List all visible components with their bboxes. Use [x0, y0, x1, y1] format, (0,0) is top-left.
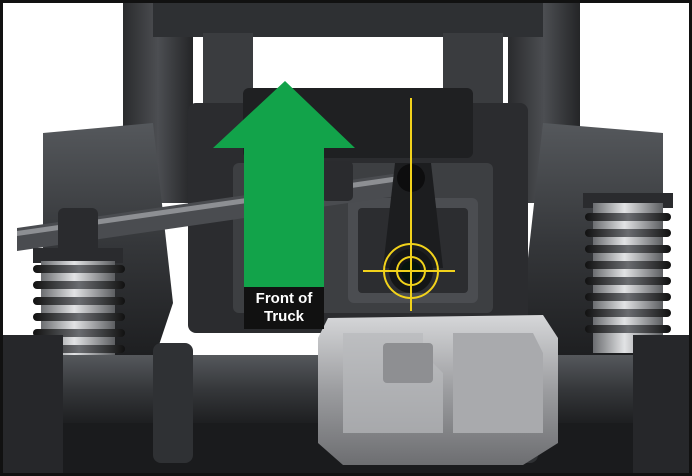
label-line-1: Front of	[255, 290, 313, 307]
direction-arrow-icon	[213, 81, 355, 328]
crosshair-target-icon	[363, 98, 455, 311]
rc-truck-chassis-illustration	[3, 3, 689, 473]
label-line-2: Truck	[263, 308, 305, 325]
front-of-truck-label: Front of Truck	[244, 287, 324, 329]
